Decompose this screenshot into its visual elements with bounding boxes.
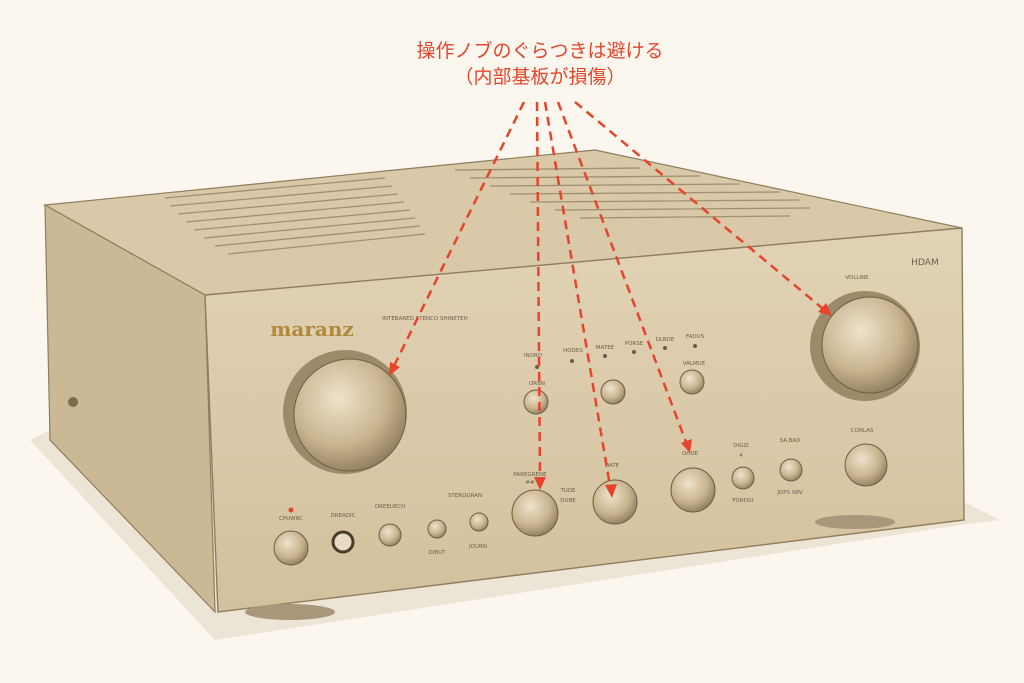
side-screw [68, 397, 78, 407]
corlas-knob[interactable] [844, 443, 888, 487]
panel-label: DATE [605, 463, 620, 469]
panel-label: CORLAS [851, 428, 874, 434]
panel-label: OHOE [682, 451, 699, 457]
panel-label: PAREGRENE [513, 472, 547, 478]
panel-label: VALMUE [683, 361, 706, 367]
small-knob[interactable] [731, 466, 755, 490]
balance-knob[interactable] [670, 467, 716, 513]
indicator-row: INORD HODES MATEE PORSE DLBDE FADUS [524, 334, 705, 369]
button[interactable] [378, 523, 402, 547]
panel-label: HODES [563, 348, 583, 354]
foot [815, 515, 895, 529]
power-led [288, 507, 294, 513]
panel-label: JDPS SRV [776, 490, 802, 496]
panel-label: 4 [739, 453, 743, 459]
hdam-badge: HDAM [911, 258, 938, 268]
foot [245, 604, 335, 620]
small-knob[interactable] [600, 379, 626, 405]
annotation-arrows [392, 101, 823, 487]
model-text: INTEBARED STENCO SHINETEH [382, 316, 468, 322]
front-panel [204, 227, 965, 613]
headphone-jack[interactable] [331, 530, 355, 554]
side-panel [44, 203, 216, 614]
panel-label: INORD [524, 353, 542, 359]
panel-label: CPUWRC [279, 516, 303, 522]
treble-knob[interactable] [511, 489, 559, 537]
small-knob[interactable] [523, 389, 549, 415]
panel-label: OREEUECH [375, 504, 406, 510]
panel-label: SA.BAD [780, 438, 801, 444]
panel-label: ORBN [529, 381, 545, 387]
panel-label: DREADIC [331, 513, 356, 519]
arrowheads [389, 303, 832, 498]
panel-label: JOURN [468, 544, 487, 550]
panel-label: DIBUT [428, 550, 446, 556]
button[interactable] [427, 519, 447, 539]
panel-label: DLBDE [656, 337, 675, 343]
panel-label: STERDGRAN [448, 493, 482, 499]
annotation-line-1: 操作ノブのぐらつきは避ける [416, 40, 664, 62]
panel-label: DUBE [560, 498, 576, 504]
panel-label: FORDIU [732, 498, 753, 504]
button[interactable] [469, 512, 489, 532]
panel-label: DIGIZ [733, 443, 749, 449]
vent-slots [164, 167, 811, 255]
volume-label: VOLLINE [845, 275, 869, 281]
panel-label: FADUS [686, 334, 705, 340]
panel-label: MATEE [596, 345, 615, 351]
panel-label: PORSE [625, 341, 644, 347]
panel-label: TUDE [559, 488, 576, 494]
annotation-line-2: （内部基板が損傷） [454, 66, 626, 88]
small-knob[interactable] [779, 458, 803, 482]
panel-label: ## [525, 480, 535, 486]
small-knob[interactable] [679, 369, 705, 395]
power-button[interactable] [273, 530, 309, 566]
brand-logo: maranz [270, 317, 354, 341]
bass-knob[interactable] [592, 479, 638, 525]
input-selector-knob[interactable] [283, 350, 407, 474]
volume-knob[interactable] [810, 291, 920, 401]
